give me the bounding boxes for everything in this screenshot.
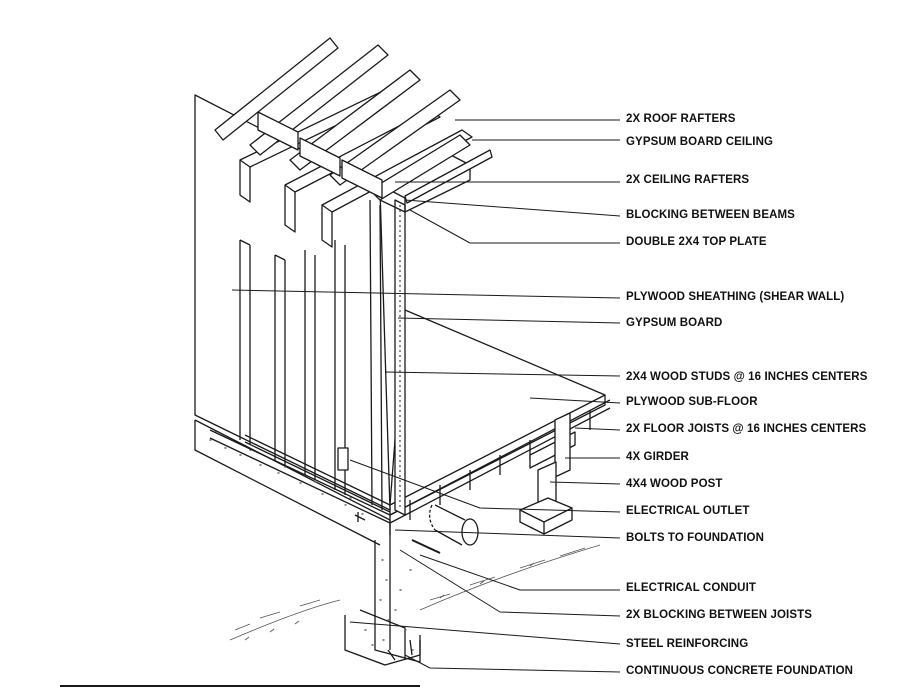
- label-ceiling-rafters: 2X CEILING RAFTERS: [626, 174, 750, 186]
- anchor-bolts: [354, 512, 441, 661]
- floor-joists: [409, 410, 591, 520]
- label-electrical-outlet: ELECTRICAL OUTLET: [626, 505, 750, 517]
- gypsum-wall-board: [394, 199, 406, 516]
- roof-rafters: [214, 37, 471, 201]
- label-foundation: CONTINUOUS CONCRETE FOUNDATION: [626, 665, 854, 677]
- girder: [529, 412, 576, 478]
- electrical-conduit-pipe: [428, 504, 479, 546]
- label-wood-post: 4X4 WOOD POST: [626, 478, 723, 490]
- label-wood-studs: 2X4 WOOD STUDS @ 16 INCHES CENTERS: [626, 371, 868, 383]
- label-girder: 4X GIRDER: [626, 451, 689, 463]
- label-bolts: BOLTS TO FOUNDATION: [626, 532, 764, 544]
- label-gypsum-ceiling: GYPSUM BOARD CEILING: [626, 136, 774, 148]
- label-sub-floor: PLYWOOD SUB-FLOOR: [626, 396, 758, 408]
- blocking-between-beams: [257, 111, 383, 199]
- leader-lines: [231, 119, 621, 673]
- concrete-stipple: [209, 431, 414, 651]
- label-roof-rafters: 2X ROOF RAFTERS: [626, 113, 736, 125]
- label-top-plate: DOUBLE 2X4 TOP PLATE: [626, 236, 767, 248]
- subfloor: [389, 309, 606, 516]
- gypsum-ceiling-edge: [404, 149, 493, 204]
- outlet-box: [337, 447, 349, 471]
- label-floor-joists: 2X FLOOR JOISTS @ 16 INCHES CENTERS: [626, 423, 867, 435]
- label-blocking-beams: BLOCKING BETWEEN BEAMS: [626, 209, 795, 221]
- label-plywood-sheathing: PLYWOOD SHEATHING (SHEAR WALL): [626, 291, 845, 303]
- label-steel-reinforcing: STEEL REINFORCING: [626, 638, 749, 650]
- label-conduit: ELECTRICAL CONDUIT: [626, 582, 757, 594]
- label-gypsum-board: GYPSUM BOARD: [626, 317, 723, 329]
- wall-studs: [239, 199, 383, 511]
- bottom-plate: [244, 434, 391, 513]
- label-blocking-joists: 2X BLOCKING BETWEEN JOISTS: [626, 609, 812, 621]
- soil-hatching: [229, 544, 601, 641]
